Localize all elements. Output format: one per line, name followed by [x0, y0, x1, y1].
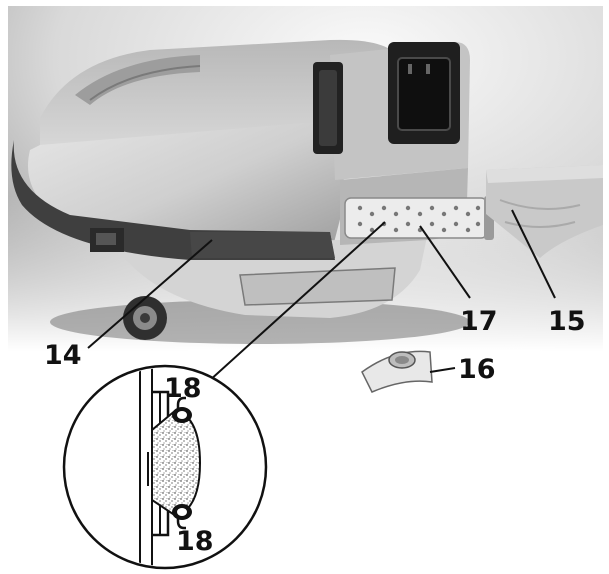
callout-15: 15: [548, 306, 586, 337]
leader-lines: [87, 209, 556, 401]
callout-18-top: 18: [164, 373, 202, 404]
callout-16: 16: [458, 354, 496, 385]
callout-17: 17: [460, 306, 498, 337]
detail-magnifier: [62, 364, 268, 570]
callout-18-bottom: 18: [176, 526, 214, 557]
inlet-port: [388, 42, 460, 144]
clip-part: [361, 350, 433, 393]
filter-strip: [486, 165, 603, 258]
callout-14: 14: [44, 340, 82, 371]
perforated-roller: [344, 196, 494, 240]
rear-wheel: [123, 296, 167, 340]
